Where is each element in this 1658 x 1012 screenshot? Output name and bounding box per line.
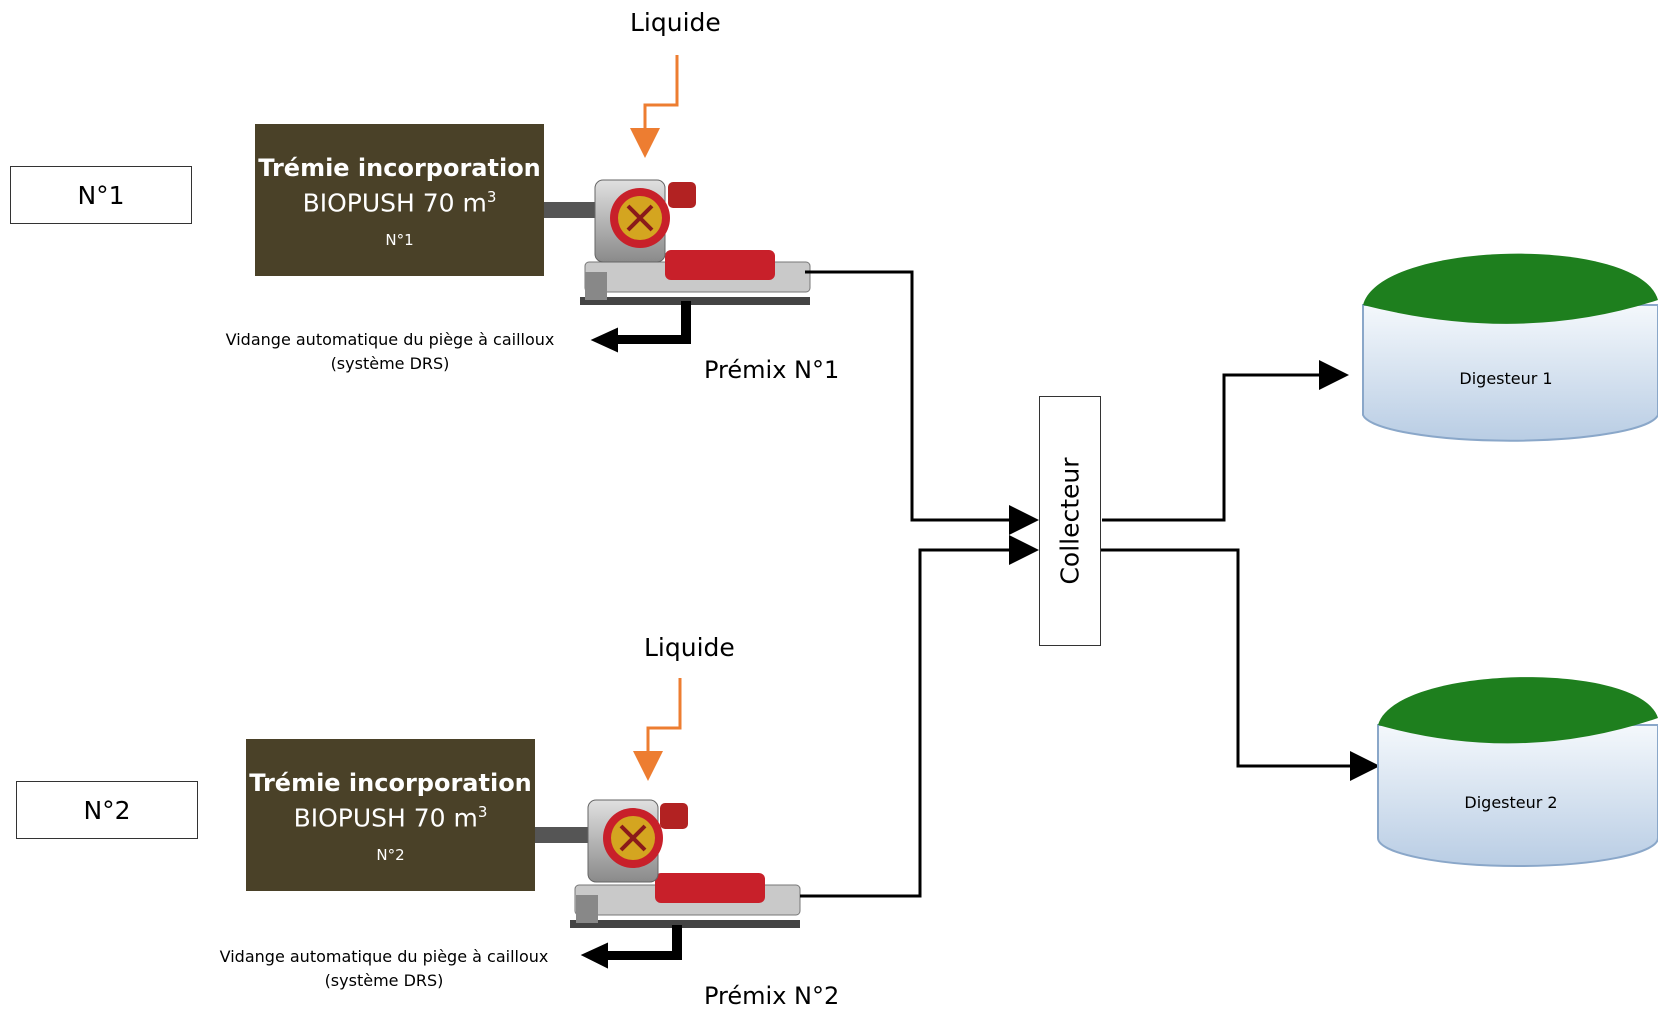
line-label-2: N°2 bbox=[16, 781, 198, 839]
premix-pump-2 bbox=[535, 799, 801, 928]
digester-tank-1 bbox=[1362, 253, 1658, 442]
premix-pump-1 bbox=[544, 179, 811, 305]
liquid-label-2: Liquide bbox=[644, 633, 735, 662]
digester-label-2: Digesteur 2 bbox=[1464, 793, 1558, 812]
collector-label: Collecteur bbox=[1055, 457, 1085, 585]
drain-label-1: Vidange automatique du piège à cailloux … bbox=[225, 330, 555, 373]
line-label-1: N°1 bbox=[10, 166, 192, 224]
liquid-arrow-2 bbox=[633, 678, 682, 781]
hopper-2: Trémie incorporation BIOPUSH 70 m3 N°2 bbox=[246, 739, 535, 891]
drain-label-2: Vidange automatique du piège à cailloux … bbox=[219, 947, 549, 990]
digester-label-1: Digesteur 1 bbox=[1459, 369, 1553, 388]
hopper-1: Trémie incorporation BIOPUSH 70 m3 N°1 bbox=[255, 124, 544, 276]
flow-line-collector-digester2 bbox=[1100, 548, 1380, 781]
drain-arrow-2 bbox=[580, 925, 682, 969]
hopper-1-number: N°1 bbox=[385, 231, 414, 250]
flow-line-premix2-collector bbox=[800, 535, 1039, 898]
premix-label-2: Prémix N°2 bbox=[704, 982, 840, 1010]
collector-box: Collecteur bbox=[1039, 396, 1101, 646]
liquid-arrow-1 bbox=[630, 55, 679, 158]
flow-line-collector-digester1 bbox=[1102, 360, 1349, 522]
hopper-1-title: Trémie incorporation bbox=[258, 154, 541, 182]
premix-label-1: Prémix N°1 bbox=[704, 356, 840, 384]
drain-arrow-1 bbox=[590, 301, 691, 353]
flow-line-premix1-collector bbox=[805, 270, 1039, 535]
liquid-label-1: Liquide bbox=[630, 8, 721, 37]
hopper-2-model: BIOPUSH 70 m3 bbox=[293, 803, 488, 833]
hopper-1-model: BIOPUSH 70 m3 bbox=[302, 188, 497, 218]
hopper-2-number: N°2 bbox=[376, 846, 405, 865]
digester-tank-2 bbox=[1377, 677, 1658, 867]
hopper-2-title: Trémie incorporation bbox=[249, 769, 532, 797]
